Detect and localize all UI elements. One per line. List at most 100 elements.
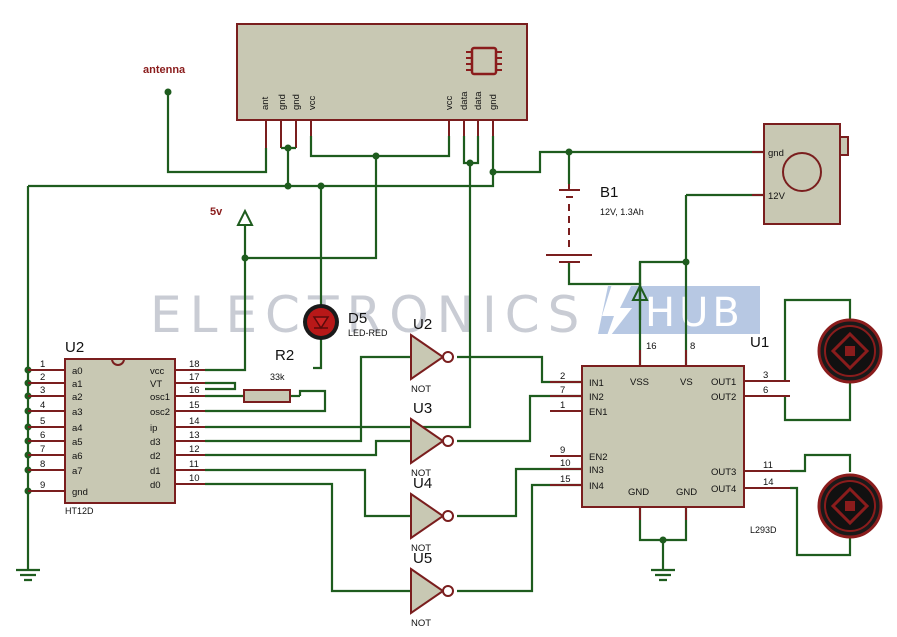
u2-left-pin-num: 1: [40, 359, 45, 370]
gate-name: U2: [413, 316, 432, 333]
motor-2: [817, 473, 883, 539]
connector-pin-gnd: gnd: [768, 148, 784, 159]
watermark-bolt-icon: [602, 284, 632, 344]
u1-right-pin-name: OUT3: [711, 467, 736, 478]
u1-left-pin-name: IN4: [589, 481, 604, 492]
u2-right-pin-name: vcc: [150, 366, 165, 377]
u2-left-pin-num: 3: [40, 385, 45, 396]
u1-left-pin-num: 2: [560, 371, 565, 382]
u2-name: U2: [65, 339, 84, 356]
u1-right-pin-num: 14: [763, 477, 774, 488]
u2-right-pin-name: osc1: [150, 392, 170, 403]
u2-body: [64, 358, 176, 504]
u1-left-pin-num: 15: [560, 474, 571, 485]
u2-right-pin-num: 15: [189, 400, 200, 411]
wires: [26, 92, 852, 593]
gate-name: U5: [413, 550, 432, 567]
u2-left-pin-name: a4: [72, 423, 83, 434]
u2-left-pin-num: 8: [40, 459, 45, 470]
u1-left-pin-num: 9: [560, 445, 565, 456]
u2-right-pin-num: 16: [189, 385, 200, 396]
u2-right-pin-name: VT: [150, 379, 162, 390]
u2-left-pin-num: 6: [40, 430, 45, 441]
vcc-arrow-icon: [236, 208, 254, 226]
gate-name: U4: [413, 475, 432, 492]
u1-right-pin-num: 6: [763, 385, 768, 396]
u1-left-pin-num: 1: [560, 400, 565, 411]
u2-right-pin-num: 14: [189, 416, 200, 427]
gate-name: U3: [413, 400, 432, 417]
u1-pin-8-num: 8: [690, 341, 695, 352]
u2-right-pin-name: ip: [150, 423, 157, 434]
u2-left-pin-name: gnd: [72, 487, 88, 498]
vcc-net-label: 5v: [210, 206, 223, 218]
rx-pin-data1: data: [459, 91, 470, 110]
u1-pin-16-num: 16: [646, 341, 657, 352]
motor-1: [817, 318, 883, 384]
u1-pin-vss: VSS: [630, 377, 649, 388]
gate-type: NOT: [411, 468, 431, 479]
watermark-left: ELECTRONICS: [150, 286, 587, 344]
u1-left-pin-num: 10: [560, 458, 571, 469]
u1-part: L293D: [750, 525, 777, 535]
u2-part: HT12D: [65, 506, 94, 516]
battery-b1: B1 12V, 1.3Ah: [546, 184, 644, 263]
rf-receiver: ant gnd gnd vcc vcc data data gnd: [236, 23, 528, 148]
resistor-name: R2: [275, 347, 294, 364]
rx-pin-vcc2: vcc: [444, 96, 455, 111]
u2-left-pin-num: 2: [40, 372, 45, 383]
watermark-right: HUB: [645, 290, 744, 336]
u1-left-pin-name: IN1: [589, 378, 604, 389]
u2-right-pin-name: d1: [150, 466, 161, 477]
u1-body: [581, 365, 745, 508]
battery-value: 12V, 1.3Ah: [600, 207, 644, 217]
u1-name: U1: [750, 334, 769, 351]
led-name: D5: [348, 310, 367, 327]
resistor-r2: R2 33k: [243, 347, 294, 403]
u2-right-pin-name: osc2: [150, 407, 170, 418]
rx-pin-gnd2: gnd: [291, 94, 302, 110]
u1-right-pin-num: 11: [763, 460, 773, 471]
led-value: LED-RED: [348, 328, 388, 338]
u2-left-pin-num: 9: [40, 480, 45, 491]
connector-body: [763, 123, 841, 225]
u1-right-pin-name: OUT2: [711, 392, 736, 403]
u1-gnd-2: GND: [676, 487, 697, 498]
u1-left-pin-name: EN1: [589, 407, 607, 418]
gate-type: NOT: [411, 543, 431, 554]
vcc-arrow-icon-right: [631, 283, 649, 301]
u2-left-pin-name: a6: [72, 451, 83, 462]
rx-pin-gnd1: gnd: [277, 94, 288, 110]
u2-left-pin-name: a3: [72, 407, 83, 418]
u1-right-pin-name: OUT4: [711, 484, 736, 495]
u2-left-pin-num: 5: [40, 416, 45, 427]
u1-pin-vs: VS: [680, 377, 693, 388]
u2-right-pin-num: 17: [189, 372, 200, 383]
u2-right-pin-name: d0: [150, 480, 161, 491]
u1-gnd-1: GND: [628, 487, 649, 498]
u1-left-pin-num: 7: [560, 385, 565, 396]
u1-top-bottom-pins: [639, 350, 687, 520]
gate-type: NOT: [411, 618, 431, 629]
u2-left-pin-name: a5: [72, 437, 83, 448]
resistor-value: 33k: [270, 372, 285, 382]
u2-left-pin-num: 7: [40, 444, 45, 455]
receiver-pins: [265, 120, 494, 148]
rx-pin-ant: ant: [260, 96, 271, 110]
ground-symbol-left: [16, 568, 40, 582]
antenna-label: antenna: [143, 64, 186, 76]
u2-right-pins: 18vcc17VT16osc115osc214ip13d312d211d110d…: [150, 359, 205, 491]
u1-left-pin-name: IN2: [589, 392, 604, 403]
chip-icon: [466, 46, 502, 76]
u2-right-pin-num: 10: [189, 473, 200, 484]
watermark: ELECTRONICS HUB: [150, 284, 760, 344]
ground-symbol-right: [651, 568, 675, 582]
watermark-hub-background: [598, 286, 760, 334]
